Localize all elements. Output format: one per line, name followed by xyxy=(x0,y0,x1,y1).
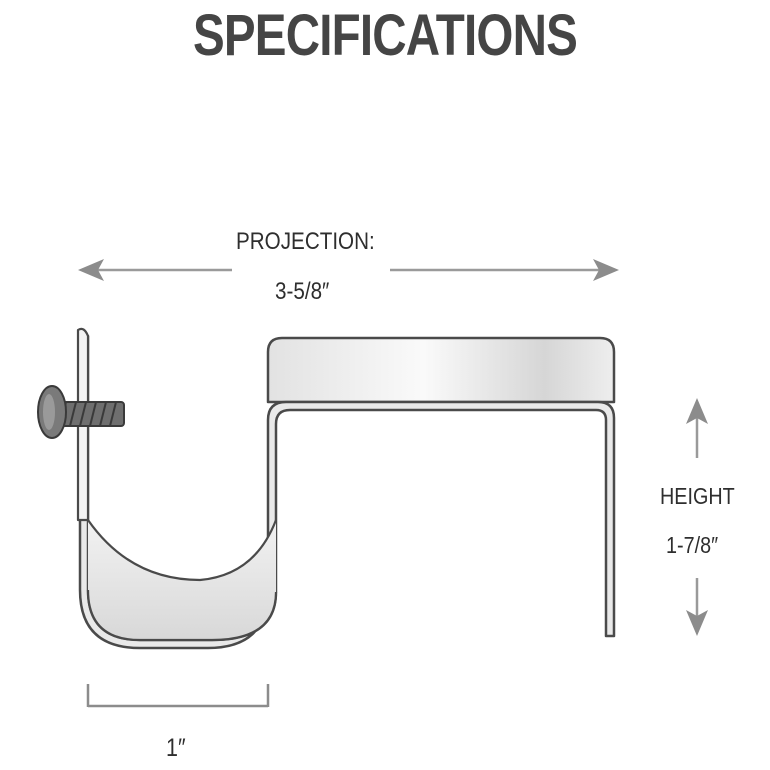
projection-arrow xyxy=(78,259,619,281)
width-value: 1″ xyxy=(166,734,186,762)
curtain-bracket xyxy=(76,327,616,650)
projection-label: PROJECTION: xyxy=(236,228,375,255)
height-label: HEIGHT xyxy=(660,483,735,509)
screw-icon xyxy=(37,385,125,439)
projection-value: 3-5/8″ xyxy=(275,278,330,305)
height-value: 1-7/8″ xyxy=(666,532,719,558)
page-title: SPECIFICATIONS xyxy=(192,3,578,68)
height-arrow xyxy=(686,398,708,636)
width-bracket xyxy=(86,684,270,708)
